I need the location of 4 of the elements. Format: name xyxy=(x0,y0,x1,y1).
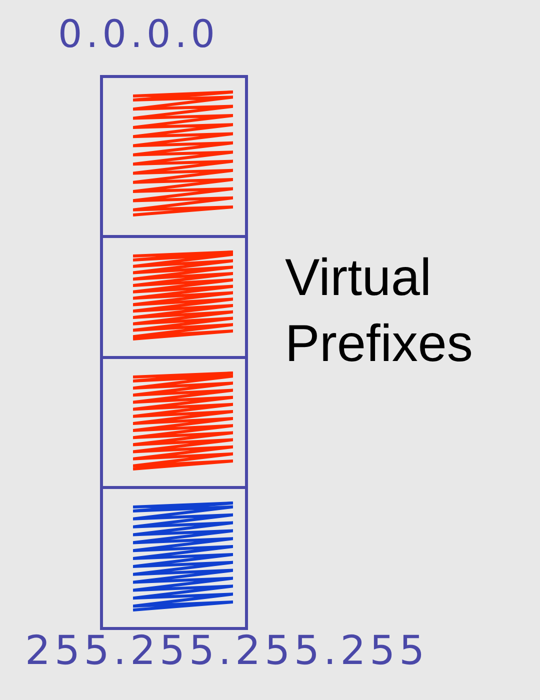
start-address: 0.0.0.0 xyxy=(58,12,219,56)
end-address: 255.255.255.255 xyxy=(25,628,429,674)
prefix-label: Virtual Prefixes xyxy=(285,248,474,375)
address-column xyxy=(100,75,248,630)
